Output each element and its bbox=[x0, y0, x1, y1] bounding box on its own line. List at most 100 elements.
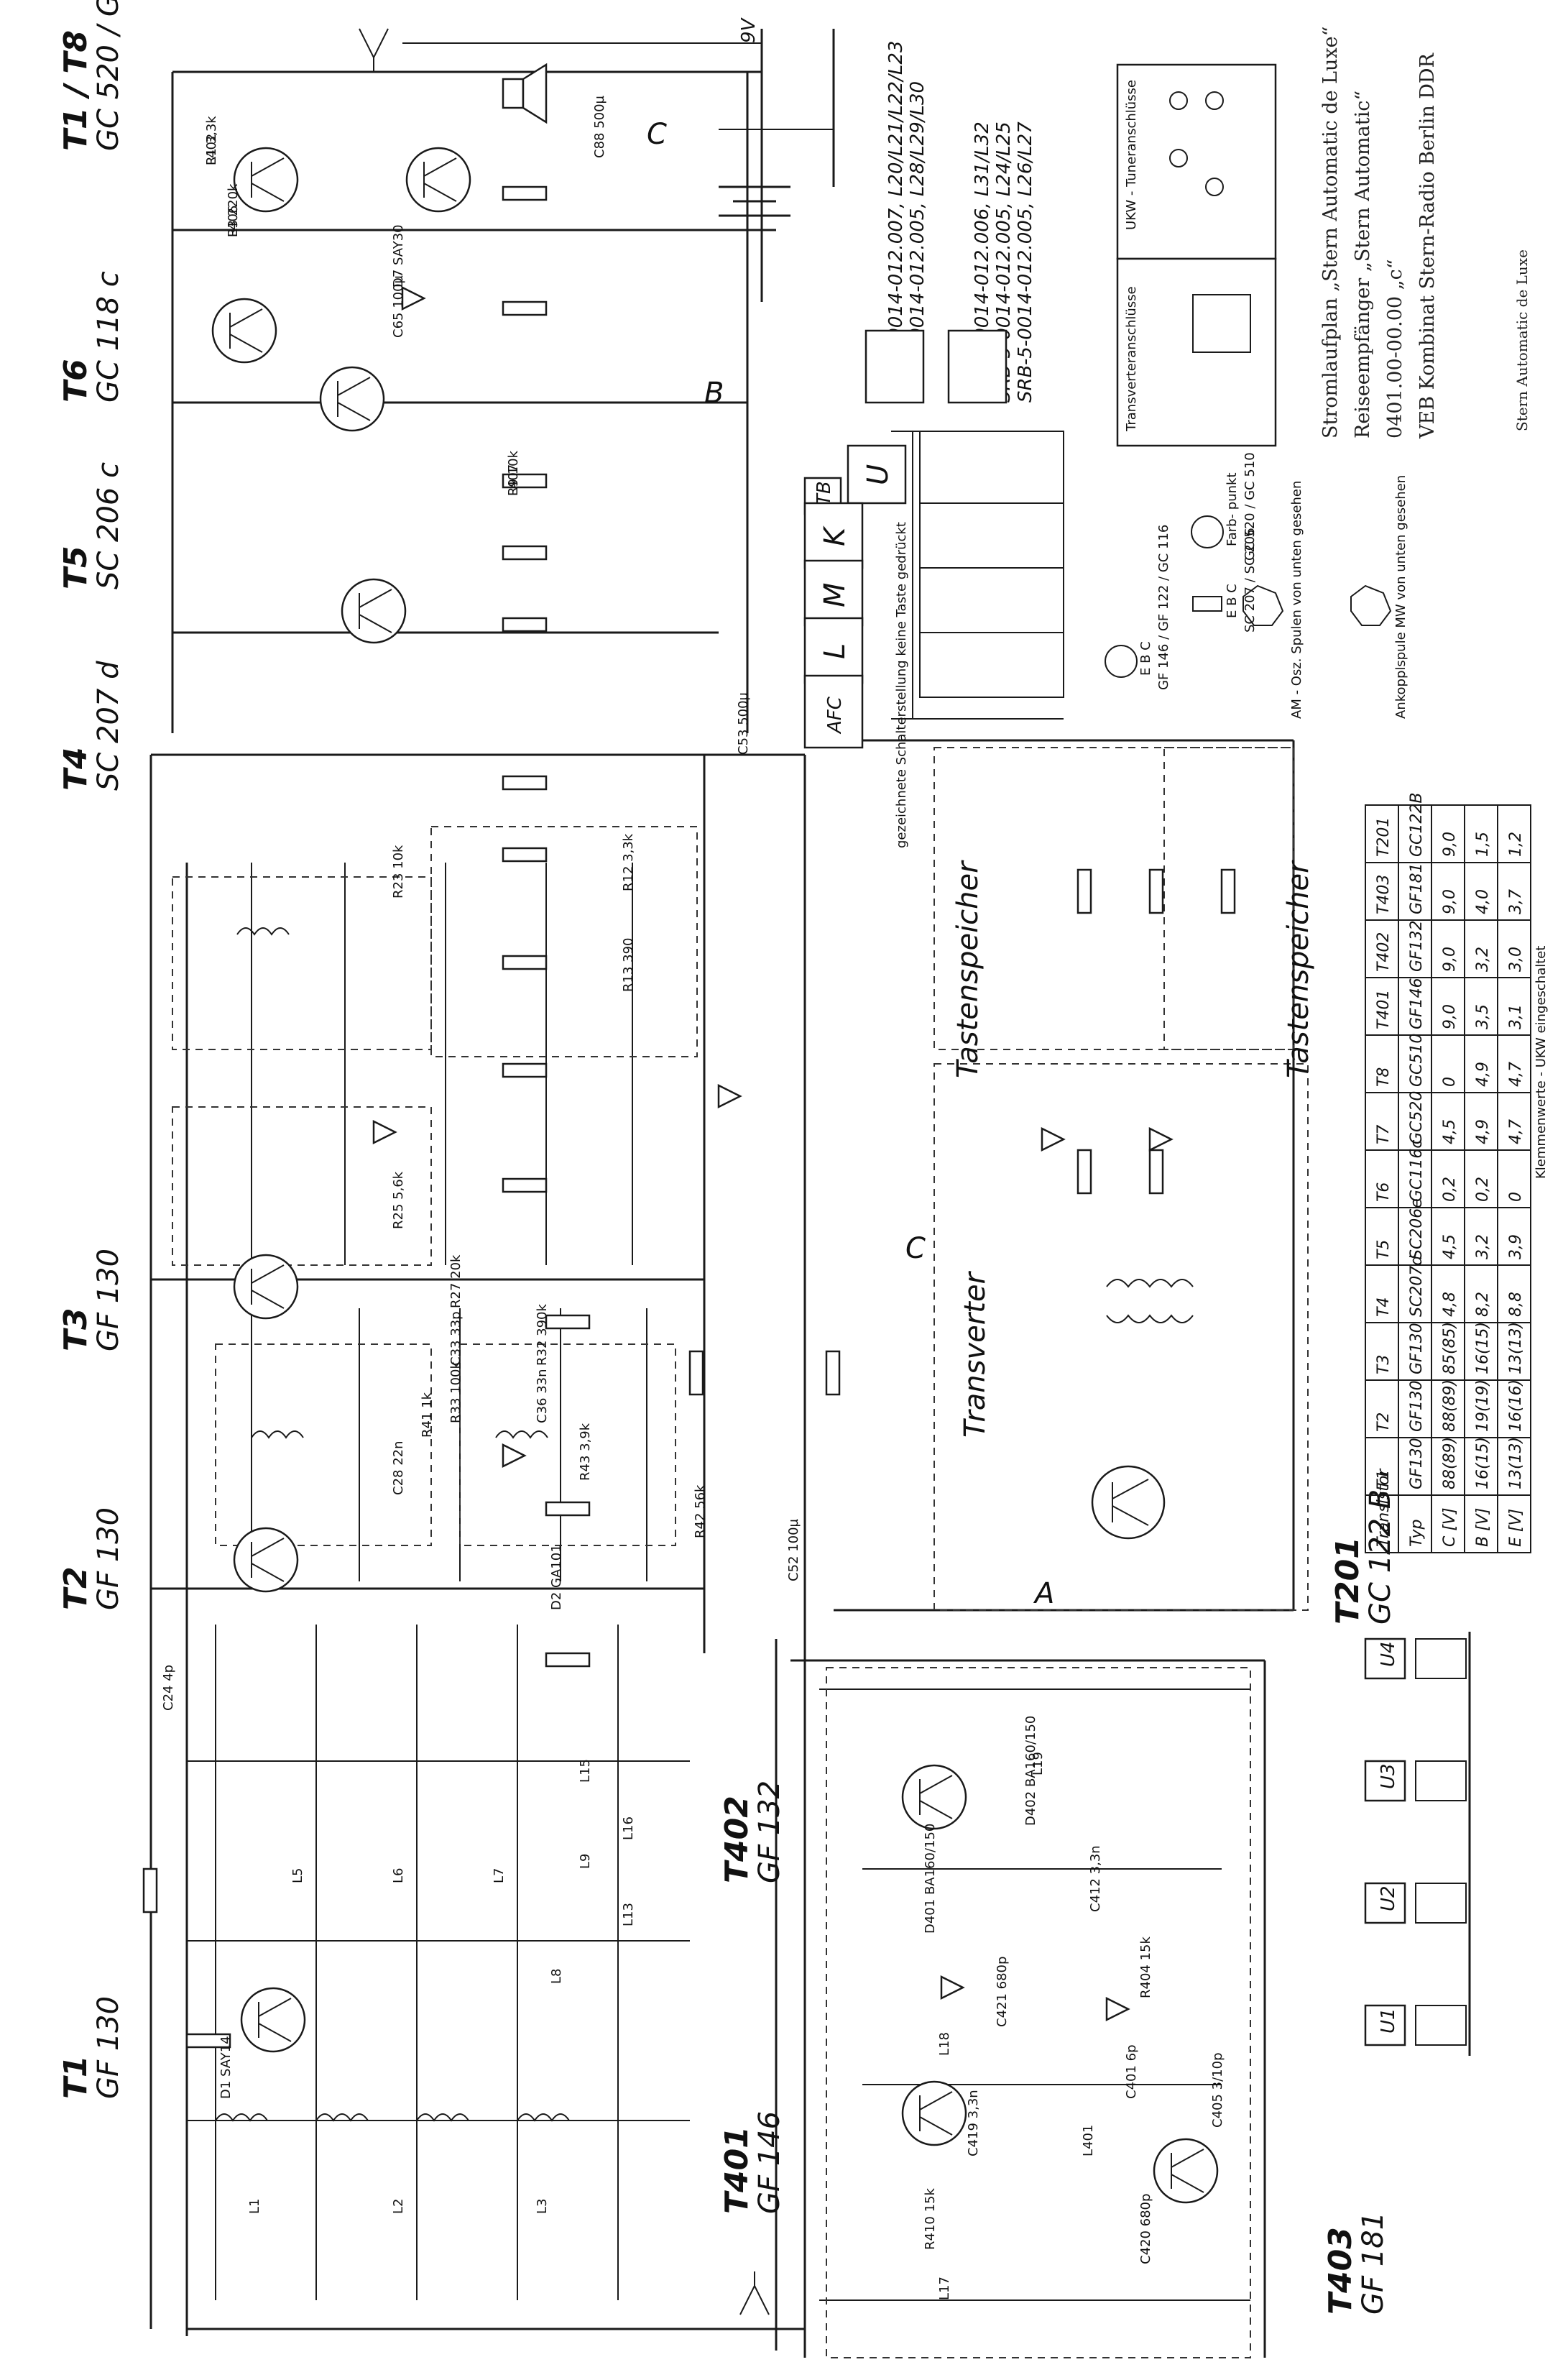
caption-block: Stromlaufplan „Stern Automatic de Luxe“ … bbox=[1319, 27, 1531, 439]
band-button-tb-label: TB bbox=[813, 481, 835, 505]
label-t402: T402 bbox=[719, 1796, 755, 1883]
component-label: L18 bbox=[937, 2032, 952, 2056]
osc-coil-pinout: AM - Osz. Spulen von unten gesehen Ankop… bbox=[1242, 475, 1408, 719]
component-label: C419 3,3n bbox=[966, 2090, 981, 2156]
transistor-t403-symbol bbox=[1153, 2138, 1219, 2204]
label-t201-group: T201 GC 122 B bbox=[1329, 1489, 1397, 1625]
label-t401-type: GF 146 bbox=[753, 2111, 786, 2214]
label-t2: T2 bbox=[57, 1566, 94, 1610]
voltage-table-cell: 0 bbox=[1441, 1077, 1459, 1087]
component-label: C88 500µ bbox=[592, 95, 607, 158]
voltage-table-cell: 8,2 bbox=[1474, 1292, 1492, 1317]
voltage-table-cell: 4,0 bbox=[1474, 889, 1492, 914]
voltage-table-cell: GF132 bbox=[1408, 920, 1426, 972]
transistor-t6-symbol bbox=[211, 298, 277, 364]
preset-u2-label: U2 bbox=[1378, 1885, 1399, 1911]
coil-connectors bbox=[865, 329, 1008, 404]
voltage-table-cell: 0,2 bbox=[1441, 1177, 1459, 1202]
voltage-table-header: T402 bbox=[1375, 932, 1393, 972]
voltage-table-cell: 16(15) bbox=[1474, 1322, 1492, 1374]
voltage-table-cell: 3,5 bbox=[1474, 1004, 1492, 1029]
component-label: R9 10k bbox=[506, 450, 521, 496]
transistor-t1-symbol bbox=[240, 1987, 306, 2053]
voltage-table-cell: 4,8 bbox=[1441, 1292, 1459, 1317]
component-label: C412 3,3n bbox=[1088, 1845, 1103, 1912]
component-label: C52 100µ bbox=[786, 1518, 801, 1581]
voltage-table-header: T403 bbox=[1375, 875, 1393, 914]
label-t3-type: GF 130 bbox=[92, 1249, 125, 1351]
voltage-table-cell: C [V] bbox=[1441, 1507, 1459, 1547]
component-label: C33 33p bbox=[448, 1311, 464, 1366]
label-t1-type: GF 130 bbox=[92, 1996, 125, 2099]
pinout-gc: Farb- punkt GC 520 / GC 510 bbox=[1191, 452, 1258, 561]
voltage-table-cell: SC207d bbox=[1408, 1255, 1426, 1317]
component-label: C36 33n bbox=[535, 1369, 550, 1423]
transistor-t8-symbol bbox=[405, 147, 471, 213]
label-t401: T401 bbox=[719, 2126, 755, 2214]
band-button-u: U bbox=[847, 444, 907, 505]
preset-u3: U3 bbox=[1364, 1760, 1467, 1802]
voltage-table-cell: 3,1 bbox=[1507, 1004, 1525, 1029]
band-button-afc-label: AFC bbox=[824, 696, 846, 735]
pinout-sc-types: SC 207 / SC 206 bbox=[1242, 528, 1258, 633]
component-label: L3 bbox=[535, 2199, 550, 2214]
voltage-table-title: Klemmenwerte - UKW eingeschaltet bbox=[1534, 946, 1549, 1179]
transistor-t4-symbol bbox=[341, 578, 407, 644]
component-label: R41 1k bbox=[420, 1392, 435, 1438]
component-label: L6 bbox=[391, 1868, 406, 1883]
voltage-table-frame bbox=[1365, 804, 1531, 1553]
label-t1-group: T1 GF 130 bbox=[57, 1996, 125, 2099]
caption-line-3: 0401.00-00.00 „c“ bbox=[1384, 259, 1406, 438]
component-label: L407 bbox=[506, 464, 521, 496]
transistor-t7-symbol bbox=[233, 147, 299, 213]
marker-c-top: C bbox=[647, 118, 667, 151]
component-label: R1 3,3k bbox=[204, 116, 219, 165]
component-label: D7 SAY30 bbox=[391, 224, 406, 288]
preset-u1-label: U1 bbox=[1378, 2008, 1399, 2034]
component-label: R3 220k bbox=[226, 183, 241, 237]
label-t4-group: T4 SC 207 d bbox=[57, 661, 125, 791]
voltage-table-header: T2 bbox=[1375, 1412, 1393, 1432]
pinout-sc: E B C SC 207 / SC 206 bbox=[1192, 528, 1258, 633]
voltage-table-header: T3 bbox=[1375, 1355, 1393, 1374]
band-button-m-label: M bbox=[819, 582, 852, 607]
voltage-table-cell: 3,2 bbox=[1474, 947, 1492, 972]
voltage-table-cell: 1,5 bbox=[1474, 832, 1492, 857]
switch-note: gezeichnete Schalterstellung keine Taste… bbox=[894, 522, 909, 848]
voltage-table-header: T5 bbox=[1375, 1240, 1393, 1259]
component-label: R23 10k bbox=[391, 845, 406, 899]
voltage-table-header: T201 bbox=[1375, 817, 1393, 857]
voltage-table-cell: 3,0 bbox=[1507, 947, 1525, 972]
osc-coil-label: AM - Osz. Spulen von unten gesehen bbox=[1289, 481, 1304, 719]
component-label: L406 bbox=[226, 206, 241, 237]
marker-c-mid: C bbox=[905, 1232, 926, 1265]
transistor-t401-symbol bbox=[901, 2080, 967, 2146]
block-labels: Transverter Tastenspeicher Tastenspeiche… bbox=[647, 17, 1315, 1610]
voltage-table-cell: GF181 bbox=[1408, 863, 1426, 914]
label-t402-group: T402 GF 132 bbox=[719, 1781, 786, 1883]
voltage-table-cell: 16(15) bbox=[1474, 1437, 1492, 1489]
caption-line-4: VEB Kombinat Stern-Radio Berlin DDR bbox=[1416, 52, 1439, 439]
voltage-table-header: T6 bbox=[1375, 1182, 1393, 1202]
label-t5-type: SC 206 c bbox=[92, 462, 125, 589]
component-label: D1 SAY14 bbox=[218, 2036, 234, 2099]
voltage-table-cell: 9,0 bbox=[1441, 832, 1459, 857]
voltage-table-cell: 3,9 bbox=[1507, 1234, 1525, 1259]
preset-u3-label: U3 bbox=[1378, 1763, 1399, 1789]
component-label: R27 20k bbox=[448, 1254, 464, 1308]
band-button-k: K bbox=[803, 502, 864, 569]
component-label: C24 4p bbox=[161, 1665, 176, 1711]
label-t402-type: GF 132 bbox=[753, 1781, 786, 1883]
preset-buttons: U1 U2 U3 U4 bbox=[1364, 1632, 1471, 2056]
transverter-connector-label: Transverteranschlüsse bbox=[1124, 286, 1139, 432]
component-label: R32 390k bbox=[535, 1304, 550, 1366]
pinout-sc-pins: E B C bbox=[1225, 584, 1240, 618]
voltage-table-cell: GF130 bbox=[1408, 1438, 1426, 1489]
component-label: L1 bbox=[247, 2199, 262, 2214]
pinout-gc-types: GC 520 / GC 510 bbox=[1242, 452, 1258, 561]
transistor-labels: T1 / T8 GC 520 / GC 510 T6 GC 118 c T5 S… bbox=[57, 0, 1397, 2315]
component-label: L7 bbox=[492, 1868, 507, 1883]
label-t4: T4 bbox=[57, 747, 94, 791]
band-button-l-label: L bbox=[819, 643, 852, 659]
voltage-table-cell: 8,8 bbox=[1507, 1292, 1525, 1317]
